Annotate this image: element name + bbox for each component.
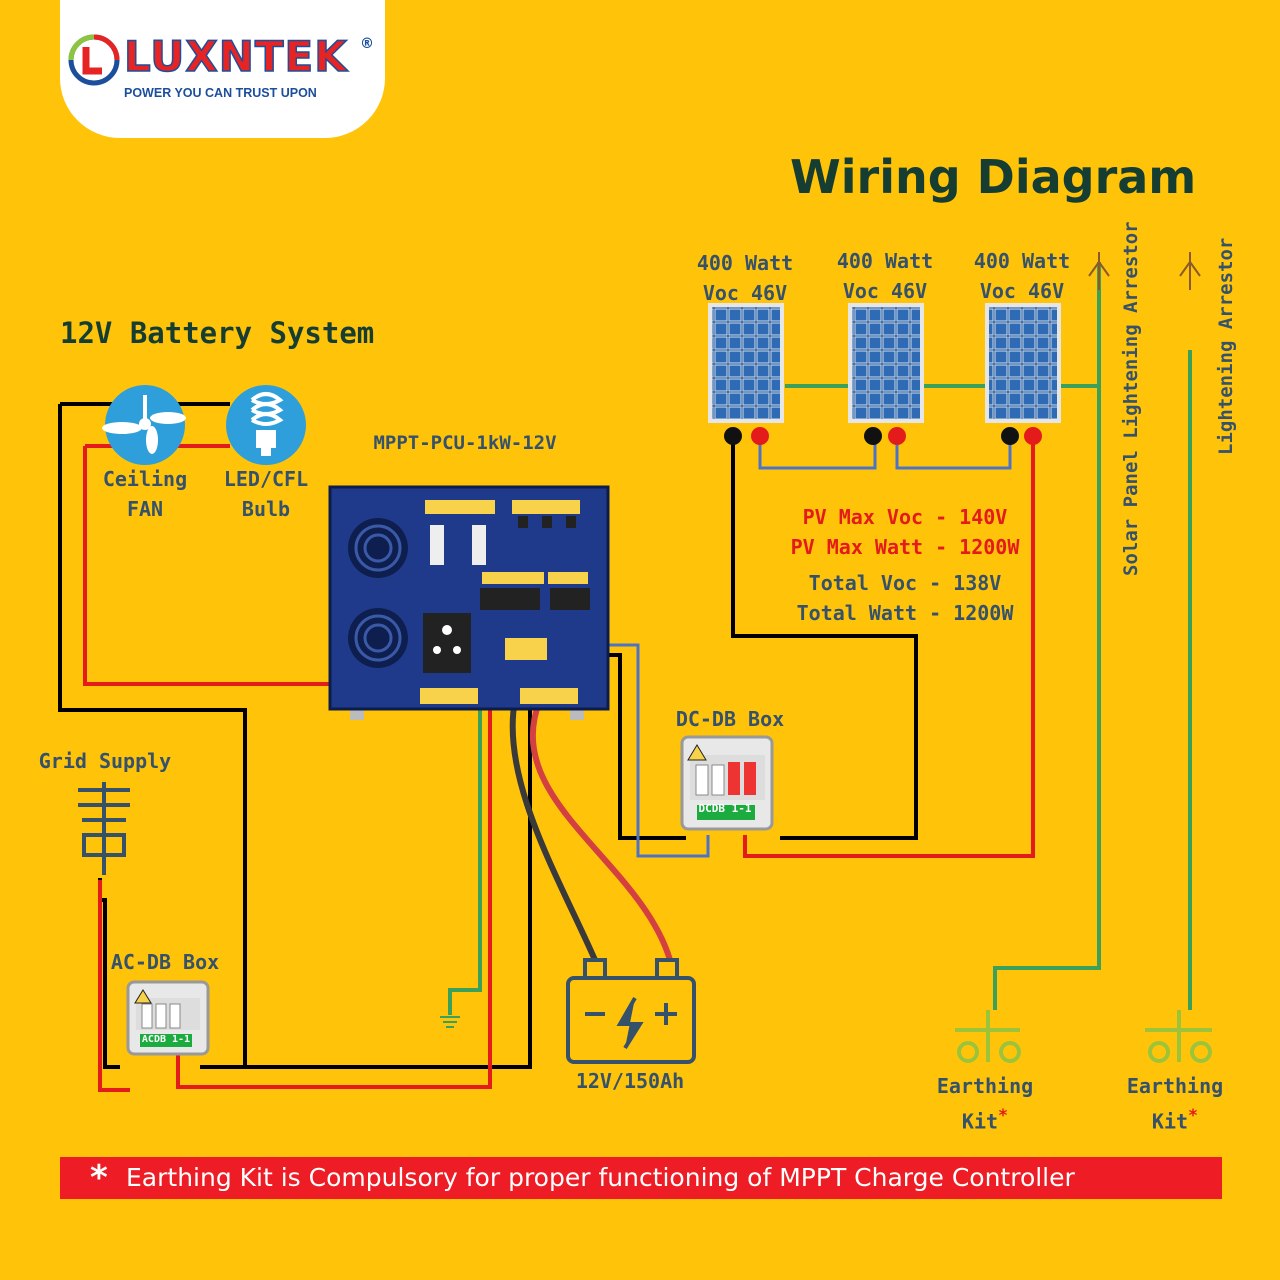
dcdb-label: DC-DB Box xyxy=(675,707,785,731)
panel-2-voc: Voc 46V xyxy=(842,279,928,303)
brand-name: LUXNTEK xyxy=(123,31,348,82)
dcdb-tag: DCDB 1-1 xyxy=(698,802,752,815)
ceiling-fan-icon xyxy=(102,385,186,465)
spec-total-voc: Total Voc - 138V xyxy=(808,571,1002,595)
spec-max-voc: PV Max Voc - 140V xyxy=(802,505,1008,529)
system-label: 12V Battery System xyxy=(60,316,375,350)
spec-max-watt: PV Max Watt - 1200W xyxy=(790,535,1020,559)
brand-tagline: POWER YOU CAN TRUST UPON xyxy=(124,86,317,100)
panel-1-watt: 400 Watt xyxy=(696,251,794,275)
battery-red-cable xyxy=(530,698,673,961)
arrestor-tip-1 xyxy=(1088,252,1110,290)
panel-2-label: 400 Watt Voc 46V xyxy=(830,246,940,306)
earthing-kit-label-1: Earthing Kit* xyxy=(915,1071,1055,1137)
battery-icon xyxy=(566,958,696,1064)
blue-wires xyxy=(575,440,1012,858)
bulb-label: LED/CFL Bulb xyxy=(216,464,316,524)
earthing-kit-text-1: Earthing Kit xyxy=(936,1074,1034,1134)
solar-panel-1 xyxy=(708,303,784,423)
bulb-icon xyxy=(226,385,306,465)
panel-1-label: 400 Watt Voc 46V xyxy=(690,248,800,308)
page-title: Wiring Diagram xyxy=(790,150,1197,204)
earthing-kit-icon-1 xyxy=(955,1010,1021,1063)
grid-label: Grid Supply xyxy=(38,749,172,773)
lightning-arrestor-label: Lightening Arrestor xyxy=(1215,237,1237,455)
inverter-label: MPPT-PCU-1kW-12V xyxy=(373,432,557,454)
footer-text: Earthing Kit is Compulsory for proper fu… xyxy=(126,1163,1075,1192)
earthing-kit-text-2: Earthing Kit xyxy=(1126,1074,1224,1134)
earthing-kit-icon-2 xyxy=(1145,1010,1212,1063)
earthing-kit-mark-2: * xyxy=(1188,1106,1199,1125)
arrestor-tip-2 xyxy=(1179,252,1201,290)
fan-label-line1: Ceiling xyxy=(102,467,188,491)
bulb-label-line2: Bulb xyxy=(241,497,291,521)
battery-black-cable xyxy=(509,699,598,962)
dcdb-box xyxy=(680,735,774,831)
spec-total-watt: Total Watt - 1200W xyxy=(796,601,1014,625)
fan-label-line2: FAN xyxy=(126,497,164,521)
panel-2-watt: 400 Watt xyxy=(836,249,934,273)
fan-label: Ceiling FAN xyxy=(95,464,195,524)
battery-label: 12V/150Ah xyxy=(575,1069,685,1093)
acdb-tag: ACDB 1-1 xyxy=(141,1034,191,1045)
footer-star: * xyxy=(90,1158,108,1198)
brand-logo-icon xyxy=(68,34,120,86)
footer-banner: * Earthing Kit is Compulsory for proper … xyxy=(60,1157,1222,1199)
solar-panel-2 xyxy=(848,303,924,423)
brand-registered: ® xyxy=(360,36,374,52)
acdb-label: AC-DB Box xyxy=(110,950,220,974)
panel-3-voc: Voc 46V xyxy=(979,279,1065,303)
panel-3-watt: 400 Watt xyxy=(973,249,1071,273)
grid-pole-icon xyxy=(78,782,130,875)
solar-panel-3 xyxy=(985,303,1061,423)
earthing-kit-label-2: Earthing Kit* xyxy=(1105,1071,1245,1137)
inverter-unit xyxy=(328,485,610,720)
earthing-kit-mark-1: * xyxy=(998,1106,1009,1125)
solar-arrestor-label: Solar Panel Lightening Arrestor xyxy=(1120,221,1142,576)
acdb-box xyxy=(126,980,210,1056)
panel-3-label: 400 Watt Voc 46V xyxy=(967,246,1077,306)
panel-1-voc: Voc 46V xyxy=(702,281,788,305)
panel-terminals xyxy=(724,427,1042,445)
earth-ground-icon xyxy=(440,1016,460,1028)
bulb-label-line1: LED/CFL xyxy=(223,467,309,491)
